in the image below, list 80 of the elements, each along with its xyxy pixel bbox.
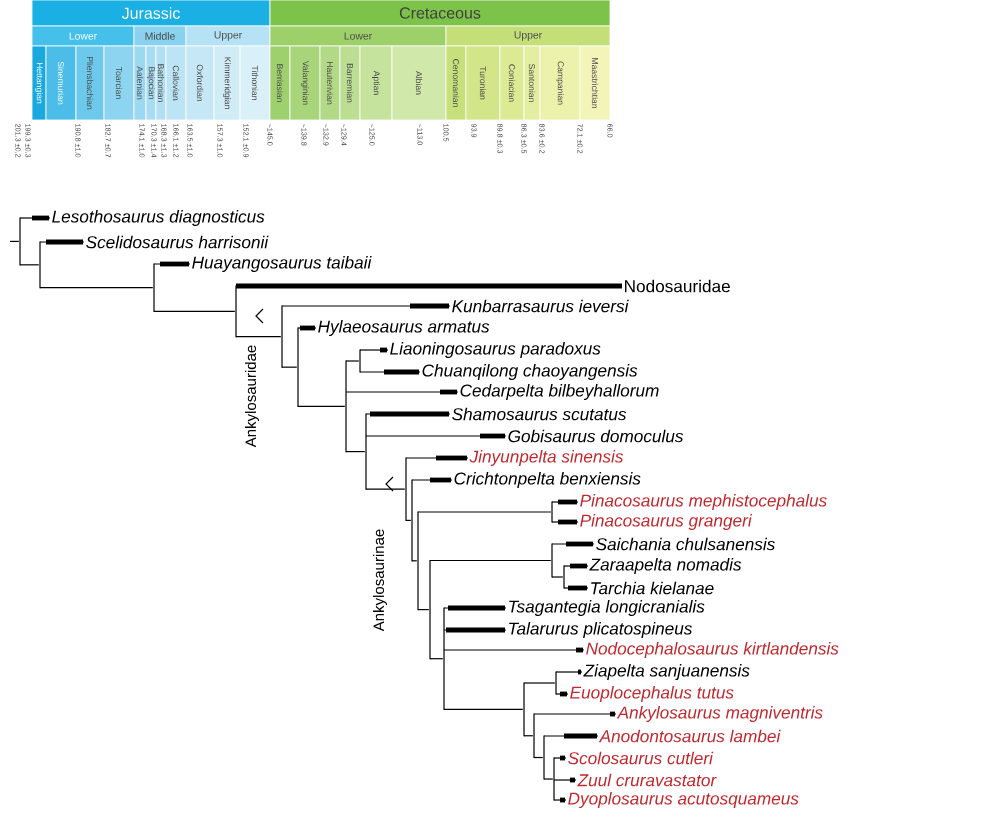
taxon-label: Talarurus plicatospineus xyxy=(509,622,693,639)
branch-line xyxy=(365,433,507,439)
branch-line xyxy=(153,310,236,312)
taxon-label: Pinacosaurus grangeri xyxy=(580,514,753,531)
branch-line xyxy=(417,609,430,611)
period-band: Jurassic xyxy=(31,0,271,27)
branch-line xyxy=(236,283,622,289)
branch-line xyxy=(533,711,617,717)
branch-line xyxy=(19,215,51,221)
branch-line xyxy=(235,335,282,338)
branch-line xyxy=(281,303,451,309)
branch-line xyxy=(443,627,507,633)
branch-line xyxy=(551,541,595,547)
taxon-label: Shamosaurus scutatus xyxy=(452,407,627,421)
period-band: Cretaceous xyxy=(269,0,611,27)
taxon-label: Hylaeosaurus armatus xyxy=(318,320,490,337)
branch-line xyxy=(443,647,585,653)
branch-line xyxy=(345,451,366,453)
branch-line xyxy=(555,691,569,697)
branch-line xyxy=(553,755,567,761)
branch-line xyxy=(543,778,554,780)
branch-line xyxy=(543,733,599,739)
taxon-label: Saichania chulsanensis xyxy=(596,537,775,551)
branch-line xyxy=(443,708,524,710)
branch-line xyxy=(153,261,191,267)
taxon-label: Cedarpelta bilbeyhallorum xyxy=(460,384,659,401)
branch-line xyxy=(359,347,389,353)
taxon-label: Ankylosaurus magniventris xyxy=(616,706,823,723)
branch-line xyxy=(39,287,154,289)
branch-line xyxy=(411,477,453,483)
taxon-label: Nodocephalosaurus kirtlandensis xyxy=(586,642,839,659)
branch-line xyxy=(443,605,507,611)
taxon-label: Jinyunpelta sinensis xyxy=(469,450,624,467)
branch-line xyxy=(9,240,20,242)
branch-line xyxy=(39,239,85,245)
branch-line xyxy=(533,756,544,759)
taxon-label: Kunbarrasaurus ieversi xyxy=(452,299,629,313)
branch-line xyxy=(281,366,298,368)
branch-line xyxy=(345,389,459,395)
taxon-label: Euoplocephalus tutus xyxy=(570,686,734,703)
branch-line xyxy=(551,499,579,505)
branch-line xyxy=(555,669,583,675)
taxon-label: Scelidosaurus harrisonii xyxy=(86,235,269,249)
taxon-label: Lesothosaurus diagnosticus xyxy=(52,210,265,227)
taxon-label: Dyoplosaurus acutosquameus xyxy=(568,792,799,809)
branch-line xyxy=(405,519,412,521)
taxon-label: Huayangosaurus taibaii xyxy=(192,256,372,273)
branch-line xyxy=(553,797,567,803)
branch-line xyxy=(405,455,469,461)
taxon-label: Zaraapelta nomadis xyxy=(589,558,742,575)
taxon-label: Chuanqilong chaoyangensis xyxy=(422,364,638,381)
branch-line xyxy=(359,369,421,375)
taxon-label: Anodontosaurus lambei xyxy=(598,729,781,743)
clade-label: Nodosauridae xyxy=(625,279,730,293)
branch-line xyxy=(417,511,552,513)
branch-line xyxy=(563,563,589,569)
branch-line xyxy=(411,560,418,562)
taxon-label: Scolosaurus cutleri xyxy=(568,751,714,765)
branch-line xyxy=(297,325,317,331)
taxon-label: Tarchia kielanae xyxy=(591,581,714,595)
branch-line xyxy=(563,585,589,591)
taxon-label: Ziapelta sanjuanensis xyxy=(583,664,750,681)
branch-line xyxy=(19,264,40,266)
branch-line xyxy=(553,777,577,783)
taxon-label: Gobisaurus domoculus xyxy=(508,429,684,443)
branch-line xyxy=(551,576,564,578)
taxon-label: Crichtonpelta benxiensis xyxy=(454,472,641,489)
branch-line xyxy=(365,411,451,417)
branch-line xyxy=(345,360,360,362)
taxon-label: Tsagantegia longicranialis xyxy=(509,600,705,617)
taxon-label: Pinacosaurus mephistocephalus xyxy=(580,494,827,511)
branch-line xyxy=(551,519,579,525)
branch-line xyxy=(523,735,534,737)
taxon-label: Zuul cruravastator xyxy=(577,773,717,787)
branch-line xyxy=(365,488,406,490)
branch-line xyxy=(297,405,346,407)
branch-line xyxy=(523,682,556,684)
branch-line xyxy=(429,559,552,562)
branch-line xyxy=(429,658,444,660)
taxon-label: Liaoningosaurus paradoxus xyxy=(390,342,601,359)
